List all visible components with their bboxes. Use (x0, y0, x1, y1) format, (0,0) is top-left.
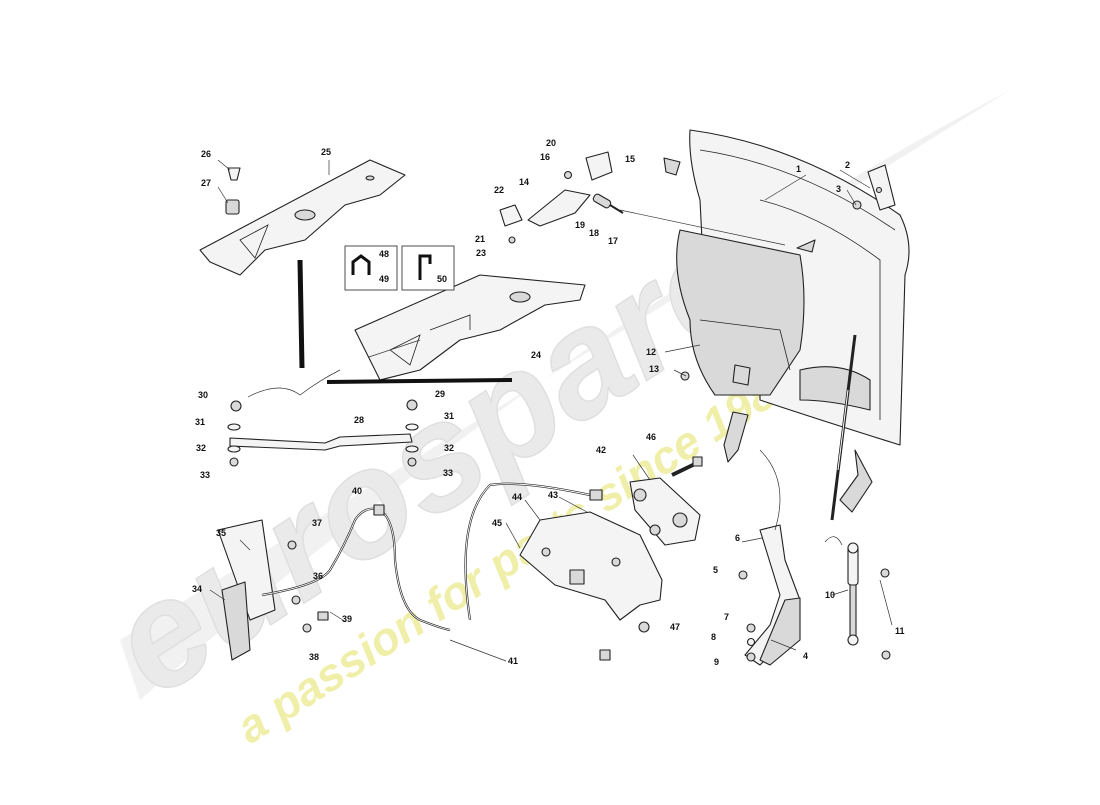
callout: 6 (735, 533, 740, 543)
callout: 2 (845, 160, 850, 170)
callout: 43 (548, 490, 558, 500)
release-handle (217, 519, 312, 661)
latch-plate (519, 511, 663, 661)
callout: 40 (352, 486, 362, 496)
callout: 16 (540, 152, 550, 162)
callout: 21 (475, 234, 485, 244)
callout: 28 (354, 415, 364, 425)
seal-profile-boxes (344, 245, 455, 291)
insulation-pad (676, 229, 805, 396)
callout: 29 (435, 389, 445, 399)
callout: 38 (309, 652, 319, 662)
callout: 1 (796, 164, 801, 174)
callout: 42 (596, 445, 606, 455)
callout: 26 (201, 149, 211, 159)
watermark-swoosh (120, 90, 1010, 700)
bump-stop (225, 167, 241, 215)
callout: 19 (575, 220, 585, 230)
callout: 47 (670, 622, 680, 632)
callout: 31 (444, 411, 454, 421)
callout: 34 (192, 584, 202, 594)
catch-assembly (499, 151, 624, 244)
callout: 50 (437, 274, 447, 284)
callout: 35 (216, 528, 226, 538)
callout: 46 (646, 432, 656, 442)
callout: 27 (201, 178, 211, 188)
seal-strip (297, 259, 513, 384)
callout: 12 (646, 347, 656, 357)
callout: 17 (608, 236, 618, 246)
callout: 33 (200, 470, 210, 480)
callout: 31 (195, 417, 205, 427)
callout: 9 (714, 657, 719, 667)
hinge-bracket-2 (867, 164, 896, 211)
callout: 22 (494, 185, 504, 195)
callout: 13 (649, 364, 659, 374)
callout: 14 (519, 177, 529, 187)
leader-lines (209, 159, 893, 662)
callout: 44 (512, 492, 522, 502)
callout: 32 (444, 443, 454, 453)
callout: 7 (724, 612, 729, 622)
callout: 23 (476, 248, 486, 258)
callout: 24 (531, 350, 541, 360)
callout-labels: 1 2 3 4 5 6 7 8 9 10 11 12 13 14 15 16 1… (192, 138, 905, 667)
release-cables (261, 482, 603, 632)
callout: 8 (711, 632, 716, 642)
bolt-46 (671, 456, 703, 477)
heat-shield-24 (354, 274, 586, 381)
callout: 11 (895, 626, 905, 636)
callout: 37 (312, 518, 322, 528)
callout: 18 (589, 228, 599, 238)
bonnet-hinge-4 (744, 524, 801, 666)
callout: 4 (803, 651, 808, 661)
callout: 45 (492, 518, 502, 528)
callout: 3 (836, 184, 841, 194)
callout: 41 (508, 656, 518, 666)
gas-strut-installed (830, 334, 857, 521)
callout: 36 (313, 571, 323, 581)
callout: 32 (196, 443, 206, 453)
callout: 15 (625, 154, 635, 164)
gas-strut-detail (847, 542, 859, 646)
callout: 10 (825, 590, 835, 600)
callout: 20 (546, 138, 556, 148)
callout: 48 (379, 249, 389, 259)
callout: 5 (713, 565, 718, 575)
callout: 39 (342, 614, 352, 624)
callout: 49 (379, 274, 389, 284)
heat-shield-25 (199, 159, 406, 276)
callout: 25 (321, 147, 331, 157)
callout: 30 (198, 390, 208, 400)
callout: 33 (443, 468, 453, 478)
bonnet-latch (629, 477, 701, 546)
release-rod (227, 399, 419, 467)
